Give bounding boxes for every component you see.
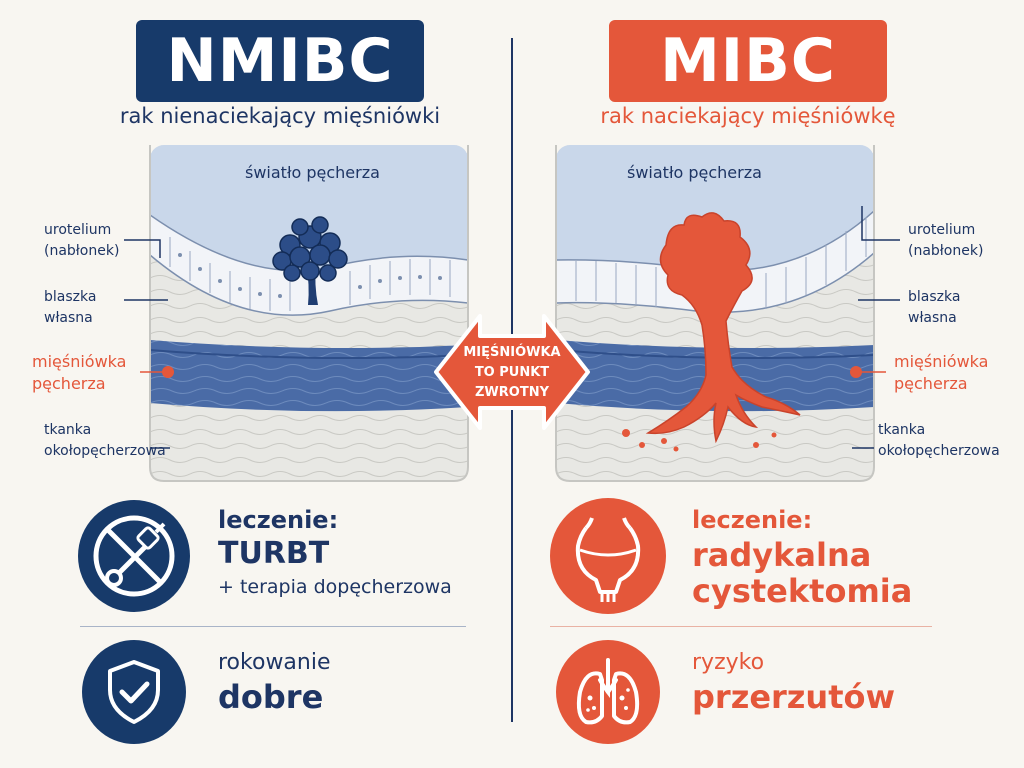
center-arrow bbox=[434, 314, 590, 430]
nmibc-treatment-main: TURBT bbox=[218, 536, 330, 571]
nmibc-treatment-extra: + terapia dopęcherzowa bbox=[218, 576, 452, 598]
left-label-lamina: blaszka własna bbox=[44, 289, 97, 326]
mibc-treatment-line1: radykalna bbox=[692, 536, 872, 574]
nmibc-lumen-label: światło pęcherza bbox=[245, 163, 380, 182]
right-label-muscle: mięśniówka pęcherza bbox=[894, 352, 989, 393]
nmibc-tissue-diagram bbox=[149, 145, 469, 482]
mibc-title-badge: MIBC bbox=[609, 20, 887, 102]
lungs-icon bbox=[556, 640, 660, 744]
mibc-treatment-line2: cystektomia bbox=[692, 572, 913, 610]
nmibc-outcome-value: dobre bbox=[218, 678, 324, 716]
right-separator bbox=[550, 626, 932, 627]
nmibc-treatment-label: leczenie: bbox=[218, 506, 339, 534]
nmibc-title-badge: NMIBC bbox=[136, 20, 424, 102]
mibc-outcome-label: ryzyko bbox=[692, 650, 765, 675]
mibc-treatment-label: leczenie: bbox=[692, 506, 813, 534]
mibc-subtitle: rak naciekający mięśniówkę bbox=[600, 104, 896, 128]
right-label-urothelium: urotelium (nabłonek) bbox=[908, 222, 984, 259]
nmibc-subtitle: rak nienaciekający mięśniówki bbox=[119, 104, 441, 128]
nmibc-outcome-label: rokowanie bbox=[218, 650, 331, 675]
mibc-tissue-diagram bbox=[555, 145, 875, 482]
left-label-perivesical: tkanka okołopęcherzowa bbox=[44, 422, 166, 459]
resectoscope-icon bbox=[78, 500, 190, 612]
left-separator bbox=[80, 626, 466, 627]
shield-check-icon bbox=[82, 640, 186, 744]
bladder-icon bbox=[550, 498, 666, 614]
mibc-lumen-label: światło pęcherza bbox=[627, 163, 762, 182]
left-label-muscle: mięśniówka pęcherza bbox=[32, 352, 127, 393]
right-label-perivesical: tkanka okołopęcherzowa bbox=[878, 422, 1000, 459]
left-label-urothelium: urotelium (nabłonek) bbox=[44, 222, 120, 259]
right-label-lamina: blaszka własna bbox=[908, 289, 961, 326]
mibc-outcome-value: przerzutów bbox=[692, 678, 896, 716]
center-arrow-text: MIĘŚNIÓWKA TO PUNKT ZWROTNY bbox=[463, 345, 561, 400]
